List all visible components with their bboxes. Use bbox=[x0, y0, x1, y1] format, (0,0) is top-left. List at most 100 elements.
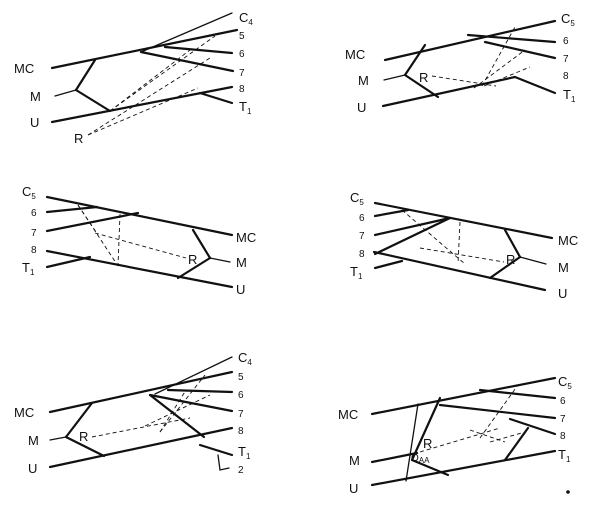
panel-f-trunk-lower bbox=[410, 458, 450, 477]
panel-e-c4-root bbox=[154, 356, 233, 395]
panel-a-trunk-upper bbox=[74, 58, 97, 92]
panel-c-trunk-upper bbox=[191, 228, 212, 260]
panel-e-label-8: 8 bbox=[238, 426, 244, 437]
panel-d-mc-label: MC bbox=[558, 233, 578, 248]
panel-a-root-7 bbox=[139, 50, 235, 73]
panel-f-root-7 bbox=[438, 403, 557, 420]
panel-e-t-label: T1 bbox=[238, 444, 251, 461]
panel-b-label-8: 8 bbox=[563, 71, 569, 82]
panel-f-m-label: M bbox=[349, 453, 360, 468]
panel-e-mc-line bbox=[48, 370, 234, 414]
panel-c-trunk-lower bbox=[176, 256, 212, 280]
panel-e-m-label: M bbox=[28, 433, 39, 448]
panel-b-root-7 bbox=[483, 40, 557, 60]
panel-f-c-label: C5 bbox=[558, 374, 572, 391]
panel-e-trunk-upper bbox=[64, 401, 94, 439]
panel-b-mc-line bbox=[383, 19, 557, 62]
panel-d-root-8 bbox=[373, 216, 452, 256]
panel-a-dash-r1 bbox=[87, 57, 211, 136]
panel-c-r-label: R bbox=[188, 252, 197, 267]
panel-e-c-label: C4 bbox=[238, 350, 252, 367]
panel-c: C5 6 7 8 T1 MC M U R bbox=[22, 184, 256, 297]
panel-d-trunk-upper bbox=[503, 228, 522, 259]
panel-d-mc-line bbox=[373, 201, 554, 240]
panel-d-t-label: T1 bbox=[350, 264, 363, 281]
panel-b-mc-label: MC bbox=[345, 47, 365, 62]
panel-f-r-label: R bbox=[423, 436, 432, 451]
panel-f-dash-2 bbox=[469, 429, 506, 443]
panel-b-u-label: U bbox=[357, 100, 366, 115]
panel-a-t-label: T1 bbox=[239, 99, 252, 116]
panel-c-root-6 bbox=[45, 205, 99, 214]
panel-b-dash-3 bbox=[483, 66, 531, 87]
panel-a-dash-r2 bbox=[87, 87, 199, 136]
panel-d-label-6: 6 bbox=[359, 213, 365, 224]
panel-b: C5 6 7 8 T1 MC M U R bbox=[345, 11, 576, 115]
panel-b-c-label: C5 bbox=[561, 11, 575, 28]
panel-e-label-2: 2 bbox=[238, 465, 244, 476]
panel-f-label-6: 6 bbox=[560, 396, 566, 407]
panel-f-u-line bbox=[370, 449, 557, 487]
panel-c-dash-1 bbox=[77, 204, 119, 267]
panel-b-dash-2 bbox=[473, 49, 526, 89]
panel-d-r-label: R bbox=[506, 252, 515, 267]
panel-b-m-label: M bbox=[358, 73, 369, 88]
panel-e-label-5: 5 bbox=[238, 372, 244, 383]
panel-e-root-t1 bbox=[198, 443, 234, 457]
panel-c-c-label: C5 bbox=[22, 184, 36, 201]
panel-d-c-label: C5 bbox=[350, 190, 364, 207]
panel-d-u-line bbox=[372, 250, 547, 292]
panel-e-u-label: U bbox=[28, 461, 37, 476]
panel-f-u-label: U bbox=[349, 481, 358, 496]
panel-c-mc-label: MC bbox=[236, 230, 256, 245]
panel-b-trunk-lower bbox=[403, 73, 440, 99]
panel-a-label-8: 8 bbox=[239, 84, 245, 95]
panel-d-root-t1 bbox=[373, 259, 404, 270]
panel-c-label-7: 7 bbox=[31, 228, 37, 239]
panel-c-mc-line bbox=[45, 195, 234, 237]
panel-c-m-stub bbox=[209, 257, 231, 263]
panel-c-label-6: 6 bbox=[31, 208, 37, 219]
panel-c-dash-3 bbox=[77, 204, 97, 233]
panel-a-label-7: 7 bbox=[239, 68, 245, 79]
panel-a-dash-1 bbox=[109, 35, 216, 112]
panel-f-aa-label: OAA bbox=[411, 453, 430, 465]
panel-d-label-7: 7 bbox=[359, 231, 365, 242]
panel-a-label-6: 6 bbox=[239, 49, 245, 60]
panel-e-root-7 bbox=[148, 393, 234, 413]
panel-e-mc-label: MC bbox=[14, 405, 34, 420]
panel-c-u-label: U bbox=[236, 282, 245, 297]
panel-b-root-6 bbox=[466, 33, 557, 44]
panel-a: C4 5 6 7 8 T1 MC M U R bbox=[14, 10, 253, 146]
panel-c-root-t1 bbox=[45, 255, 92, 269]
panel-b-m-stub bbox=[383, 74, 406, 81]
panel-a-trunk-lower bbox=[74, 88, 112, 113]
panel-c-label-8: 8 bbox=[31, 245, 37, 256]
panel-a-dash-2 bbox=[109, 49, 191, 112]
panel-a-u-label: U bbox=[30, 115, 39, 130]
panel-e-trunk-lower bbox=[64, 435, 106, 458]
panel-c-t-label: T1 bbox=[22, 260, 35, 277]
panel-a-mc-label: MC bbox=[14, 61, 34, 76]
panel-a-root-t1 bbox=[198, 91, 234, 105]
panel-e-m-stub bbox=[49, 436, 67, 441]
panel-c-m-label: M bbox=[236, 255, 247, 270]
panel-e-r-label: R bbox=[79, 429, 88, 444]
panel-b-label-7: 7 bbox=[563, 54, 569, 65]
panel-f-label-8: 8 bbox=[560, 431, 566, 442]
panel-e-dash-1 bbox=[159, 374, 206, 433]
panel-b-label-6: 6 bbox=[563, 36, 569, 47]
panel-a-root-6 bbox=[163, 45, 234, 55]
panel-f-root-t1 bbox=[503, 426, 530, 462]
panel-e-t2-bracket bbox=[217, 454, 230, 471]
panel-a-m-label: M bbox=[30, 89, 41, 104]
panel-b-dash-r bbox=[431, 75, 497, 87]
panel-d: C5 6 7 8 T1 MC M U R bbox=[350, 190, 578, 301]
panel-b-dash-1 bbox=[481, 26, 516, 87]
panel-f-trunk bbox=[410, 396, 442, 462]
panel-e: C4 5 6 7 8 T1 2 MC M U R bbox=[14, 350, 252, 476]
panel-d-m-stub bbox=[519, 256, 547, 265]
panel-f: C5 6 7 8 T1 MC M U R OAA bbox=[338, 374, 572, 496]
panel-c-dash-2 bbox=[117, 213, 121, 267]
